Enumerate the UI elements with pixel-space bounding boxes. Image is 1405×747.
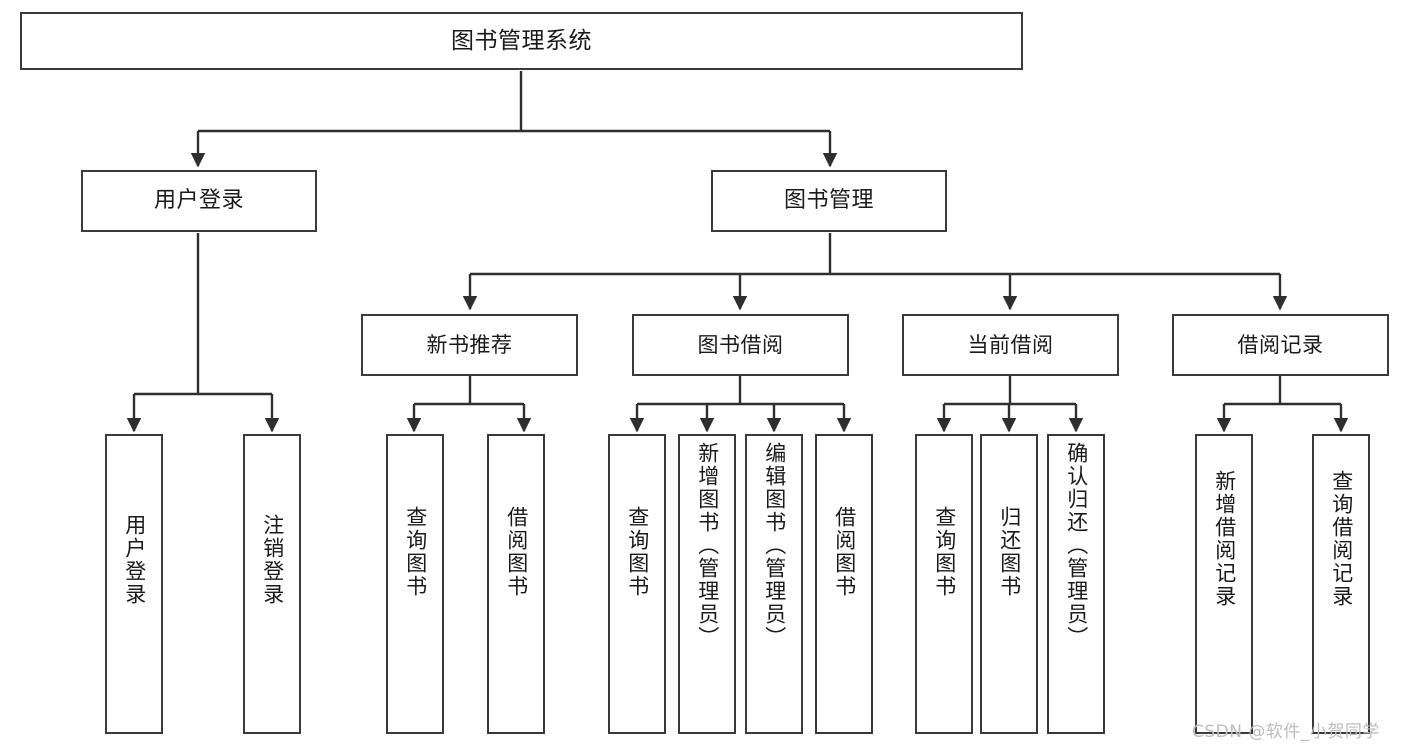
node-label: 新增图书（管理员） [695,442,720,649]
node-label: 注销登录 [260,514,285,606]
node-root-system[interactable]: 图书管理系统 [20,12,1023,70]
node-label: 新增借阅记录 [1212,470,1237,608]
node-current-borrow[interactable]: 当前借阅 [902,314,1119,376]
node-user-login[interactable]: 用户登录 [81,170,317,232]
leaf-book-borrow-add-book-admin[interactable]: 新增图书（管理员） [678,434,736,734]
node-label: 新书推荐 [426,332,513,357]
leaf-borrow-record-query-record[interactable]: 查询借阅记录 [1312,434,1370,734]
node-new-book-recommend[interactable]: 新书推荐 [361,314,578,376]
leaf-user-login-login[interactable]: 用户登录 [105,434,163,734]
node-label: 查询图书 [625,506,650,598]
node-label: 用户登录 [153,188,244,214]
node-label: 用户登录 [122,514,147,606]
node-label: 当前借阅 [967,332,1054,357]
node-label: 编辑图书（管理员） [762,442,787,649]
node-label: 图书管理 [783,188,874,214]
leaf-new-book-query-book[interactable]: 查询图书 [386,434,444,734]
leaf-book-borrow-edit-book-admin[interactable]: 编辑图书（管理员） [745,434,803,734]
leaf-current-borrow-confirm-return-admin[interactable]: 确认归还（管理员） [1047,434,1105,734]
leaf-user-login-logout[interactable]: 注销登录 [243,434,301,734]
csdn-watermark: CSDN @软件_小贺同学 [1192,722,1380,742]
leaf-book-borrow-borrow-book[interactable]: 借阅图书 [815,434,873,734]
node-label: 借阅图书 [832,506,857,598]
leaf-current-borrow-return-book[interactable]: 归还图书 [980,434,1038,734]
node-label: 图书管理系统 [451,27,592,54]
node-book-management[interactable]: 图书管理 [711,170,947,232]
leaf-book-borrow-query-book[interactable]: 查询图书 [608,434,666,734]
node-book-borrow[interactable]: 图书借阅 [632,314,849,376]
node-label: 查询图书 [403,506,428,598]
leaf-borrow-record-add-record[interactable]: 新增借阅记录 [1195,434,1253,734]
node-label: 图书借阅 [697,332,784,357]
node-label: 查询借阅记录 [1329,470,1354,608]
node-label: 归还图书 [997,506,1022,598]
node-label: 确认归还（管理员） [1064,442,1089,649]
node-label: 借阅图书 [504,506,529,598]
leaf-new-book-borrow-book[interactable]: 借阅图书 [487,434,545,734]
node-borrow-record[interactable]: 借阅记录 [1172,314,1389,376]
node-label: 借阅记录 [1237,332,1324,357]
leaf-current-borrow-query-book[interactable]: 查询图书 [915,434,973,734]
node-label: 查询图书 [932,506,957,598]
